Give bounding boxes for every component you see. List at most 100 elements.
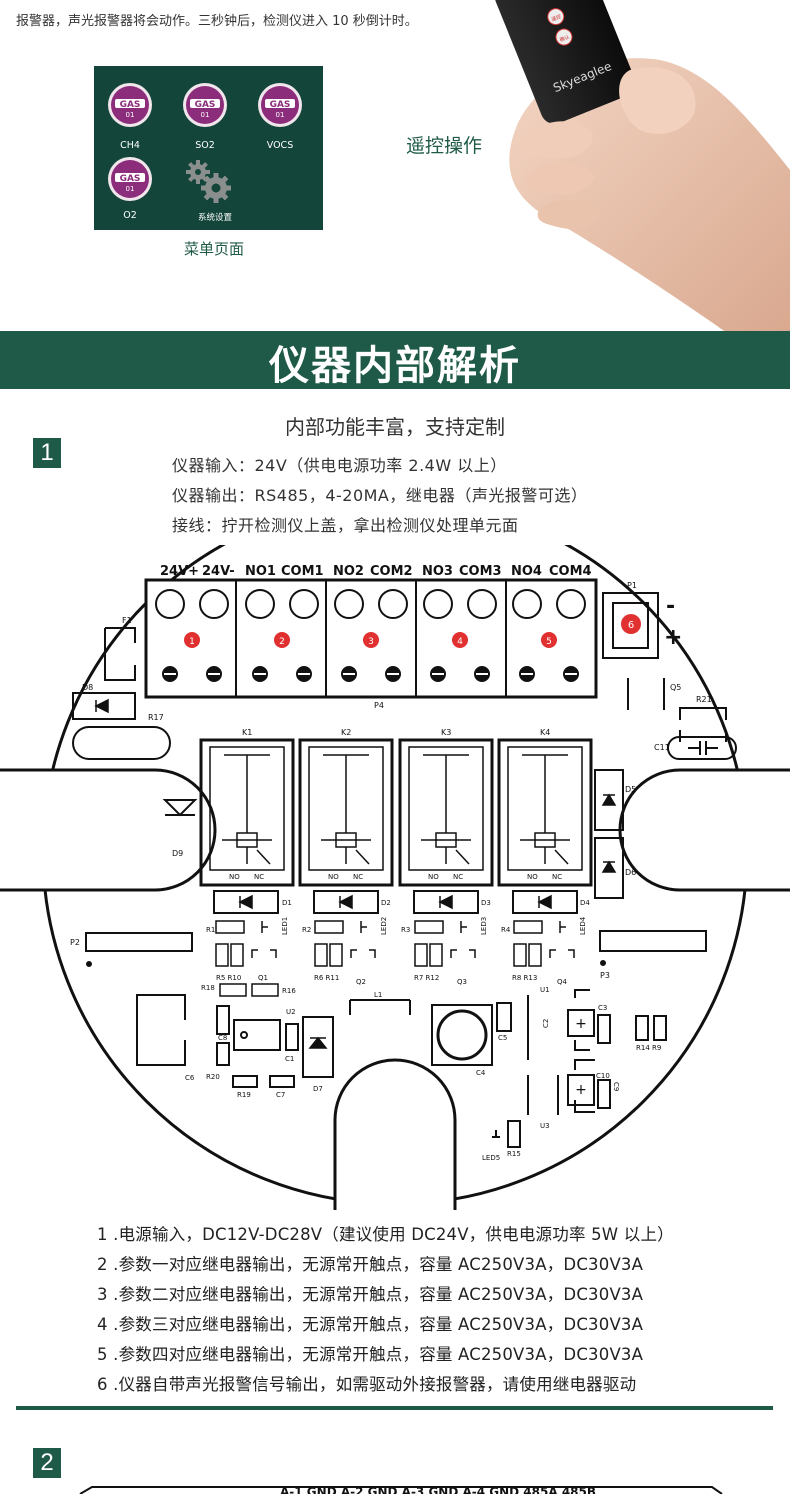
svg-text:U3: U3 <box>540 1122 550 1130</box>
svg-text:C3: C3 <box>598 1004 607 1012</box>
remote-control: 遥控 确认 Skyeaglee <box>494 0 636 124</box>
gas-ch4-icon[interactable]: GAS 01 <box>107 82 153 128</box>
svg-text:U2: U2 <box>286 1008 296 1016</box>
gas-so2-icon[interactable]: GAS 01 <box>182 82 228 128</box>
terminal-no2: NO2 <box>333 564 364 579</box>
bottom-notch <box>333 1058 457 1210</box>
svg-text:LED2: LED2 <box>380 917 388 935</box>
marker-2: 2 <box>279 637 285 647</box>
svg-text:R19: R19 <box>237 1091 251 1099</box>
svg-text:C10: C10 <box>596 1072 610 1080</box>
svg-text:R1: R1 <box>206 926 215 934</box>
svg-text:LED4: LED4 <box>579 916 587 935</box>
svg-text:L1: L1 <box>374 991 382 999</box>
svg-text:Q3: Q3 <box>457 978 467 986</box>
info-wiring: 接线：拧开检测仪上盖，拿出检测仪处理单元面 <box>172 516 519 535</box>
svg-text:C11: C11 <box>654 743 670 752</box>
svg-text:LED1: LED1 <box>281 917 289 935</box>
svg-text:K3: K3 <box>441 728 451 737</box>
svg-text:01: 01 <box>276 111 285 119</box>
terminal-com4: COM4 <box>549 564 592 579</box>
svg-text:R7 R12: R7 R12 <box>414 974 439 982</box>
note-5: 5 .参数四对应继电器输出，无源常开触点，容量 AC250V3A，DC30V3A <box>97 1345 644 1364</box>
p1-connector <box>602 592 659 659</box>
svg-text:01: 01 <box>126 111 135 119</box>
relay-k4 <box>497 738 593 887</box>
svg-text:LED3: LED3 <box>480 917 488 935</box>
svg-text:D7: D7 <box>313 1085 323 1093</box>
svg-text:R20: R20 <box>206 1073 220 1081</box>
menu-item-ch4[interactable]: CH4 <box>120 140 140 151</box>
svg-text:C5: C5 <box>498 1034 507 1042</box>
svg-text:NO: NO <box>328 873 339 881</box>
svg-text:NO: NO <box>229 873 240 881</box>
svg-text:+: + <box>575 1082 587 1098</box>
svg-text:R5 R10: R5 R10 <box>216 974 241 982</box>
svg-text:C9: C9 <box>612 1082 620 1091</box>
gear-icon[interactable] <box>182 158 234 206</box>
c11-capacitor <box>667 736 737 760</box>
menu-item-so2[interactable]: SO2 <box>195 140 215 151</box>
svg-text:C7: C7 <box>276 1091 285 1099</box>
note-4: 4 .参数三对应继电器输出，无源常开触点，容量 AC250V3A，DC30V3A <box>97 1315 644 1334</box>
marker-4: 4 <box>457 637 463 647</box>
svg-text:R14 R9: R14 R9 <box>636 1044 661 1052</box>
svg-text:D6: D6 <box>625 868 636 877</box>
svg-text:+: + <box>664 625 682 650</box>
svg-text:P2: P2 <box>70 938 80 947</box>
svg-text:R17: R17 <box>148 713 164 722</box>
gas-icon-text: GAS <box>120 100 141 110</box>
svg-text:Q1: Q1 <box>258 974 268 982</box>
relay-k1 <box>199 738 295 887</box>
d7-diode <box>302 1016 334 1078</box>
svg-text:R16: R16 <box>282 987 296 995</box>
svg-text:F1: F1 <box>122 616 132 625</box>
svg-text:NC: NC <box>254 873 264 881</box>
svg-text:GAS: GAS <box>270 100 291 110</box>
svg-text:P3: P3 <box>600 971 610 980</box>
right-notch <box>618 768 790 892</box>
gas-o2-icon[interactable]: GAS 01 <box>107 156 153 202</box>
svg-text:遥控: 遥控 <box>550 13 562 23</box>
svg-text:D1: D1 <box>282 899 292 907</box>
svg-text:D3: D3 <box>481 899 491 907</box>
svg-text:R15: R15 <box>507 1150 521 1158</box>
menu-item-o2[interactable]: O2 <box>123 210 137 221</box>
d2-diode <box>313 890 379 914</box>
terminal-com3: COM3 <box>459 564 502 579</box>
note-6: 6 .仪器自带声光报警信号输出，如需驱动外接报警器，请使用继电器驱动 <box>97 1375 637 1394</box>
svg-text:P4: P4 <box>374 701 384 710</box>
sub-heading: 内部功能丰富，支持定制 <box>285 415 505 439</box>
gas-vocs-icon[interactable]: GAS 01 <box>257 82 303 128</box>
svg-text:C4: C4 <box>476 1069 486 1077</box>
d4-diode <box>512 890 578 914</box>
info-output: 仪器输出：RS485，4-20MA，继电器（声光报警可选） <box>172 486 588 505</box>
marker-6: 6 <box>628 620 634 631</box>
note-3: 3 .参数二对应继电器输出，无源常开触点，容量 AC250V3A，DC30V3A <box>97 1285 644 1304</box>
svg-text:LED5: LED5 <box>482 1154 500 1162</box>
left-notch <box>0 768 217 892</box>
svg-text:K2: K2 <box>341 728 351 737</box>
menu-item-settings[interactable]: 系统设置 <box>197 213 232 223</box>
terminal-com1: COM1 <box>281 564 324 579</box>
svg-text:C8: C8 <box>218 1034 227 1042</box>
svg-text:R2: R2 <box>302 926 311 934</box>
section-title: 仪器内部解析 <box>269 343 521 389</box>
svg-text:+: + <box>575 1016 587 1032</box>
relay-k3 <box>398 738 494 887</box>
svg-text:D4: D4 <box>580 899 590 907</box>
relays <box>199 738 593 887</box>
svg-text:C2: C2 <box>542 1019 550 1028</box>
terminal-24v-minus: 24V- <box>202 564 235 579</box>
note-1: 1 .电源输入，DC12V-DC28V（建议使用 DC24V，供电电源功率 5W… <box>97 1225 674 1244</box>
svg-text:NO: NO <box>428 873 439 881</box>
svg-text:D8: D8 <box>82 683 93 692</box>
d1-diode <box>213 890 279 914</box>
menu-item-vocs[interactable]: VOCS <box>266 140 294 151</box>
svg-text:R4: R4 <box>501 926 511 934</box>
svg-text:C1: C1 <box>285 1055 294 1063</box>
svg-text:Q5: Q5 <box>670 683 681 692</box>
terminal-no3: NO3 <box>422 564 453 579</box>
d6-diode <box>594 837 624 899</box>
intro-text: 报警器，声光报警器将会动作。三秒钟后，检测仪进入 10 秒倒计时。 <box>16 14 418 29</box>
